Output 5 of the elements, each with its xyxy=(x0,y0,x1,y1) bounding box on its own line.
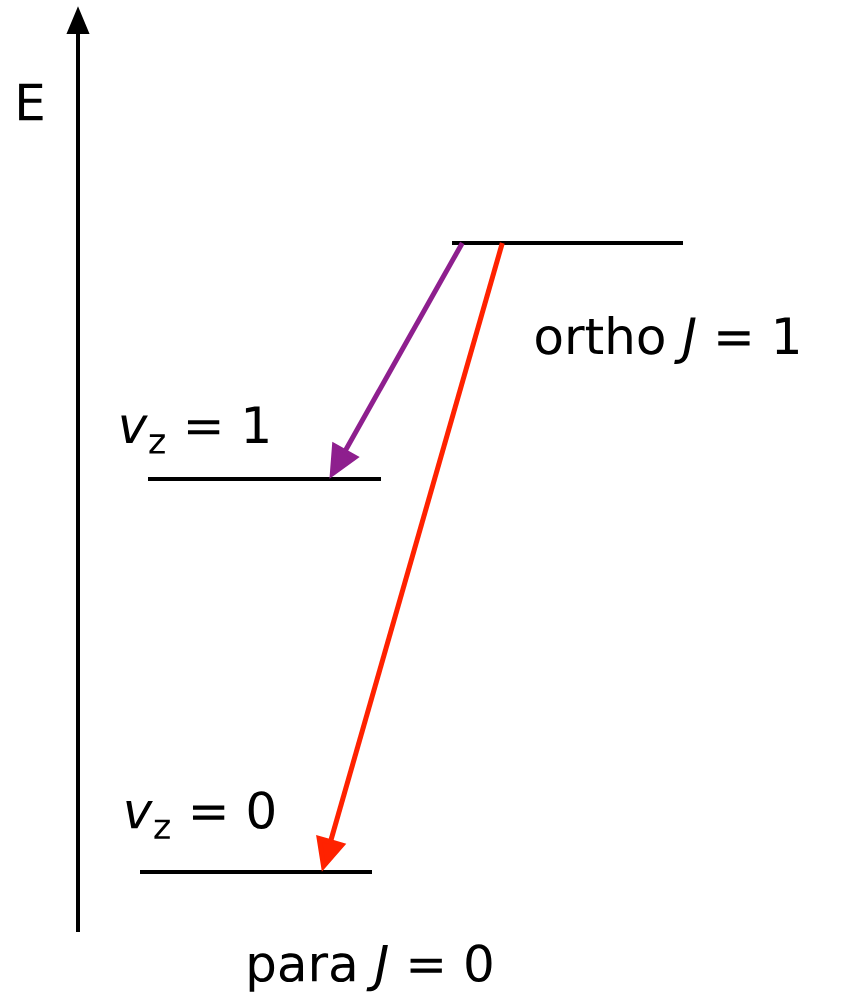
level-label: v$_{z}$ = 1 xyxy=(121,406,268,454)
level-label: v$_{z}$ = 0 xyxy=(126,791,274,839)
axis-label: E xyxy=(19,83,43,121)
state-label: para J = 0 xyxy=(249,944,492,992)
level-label: ortho J = 1 xyxy=(536,316,798,364)
